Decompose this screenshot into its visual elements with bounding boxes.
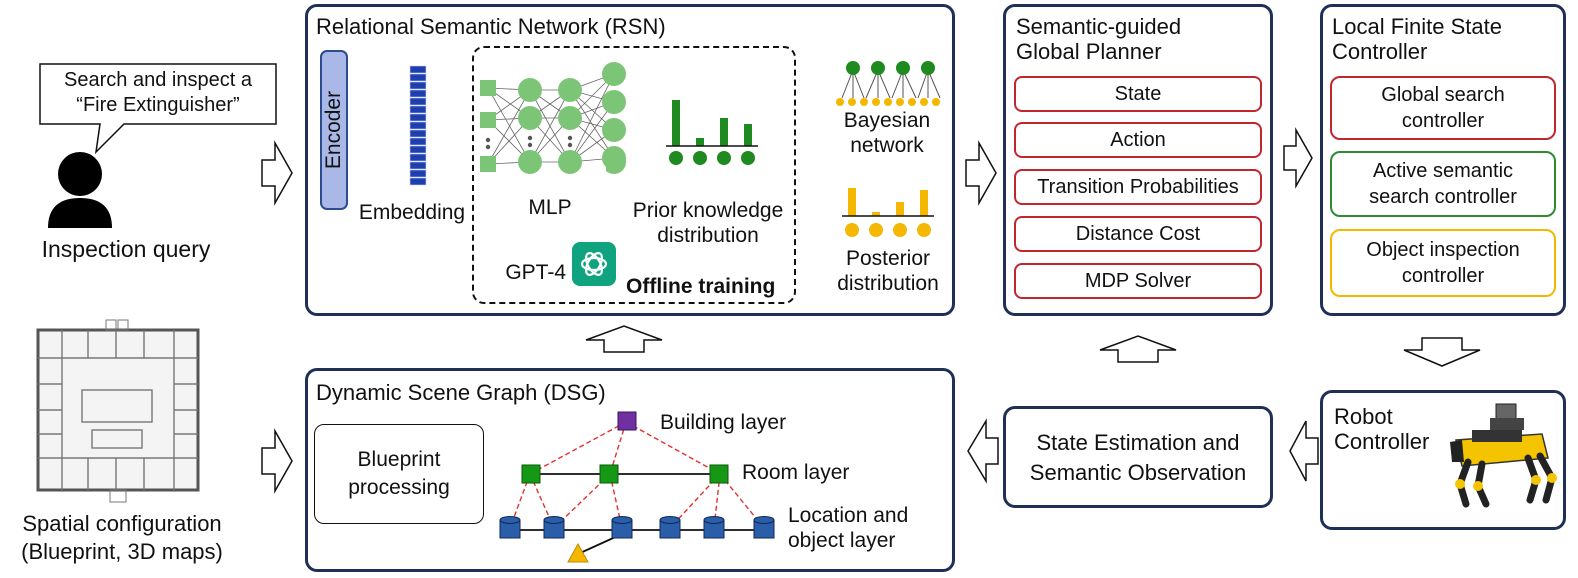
embedding-vector <box>409 65 427 186</box>
embedding-label: Embedding <box>358 201 466 224</box>
robot-dog-image <box>1450 403 1557 508</box>
gpt-logo-icon <box>572 242 616 286</box>
offline-training-box <box>472 46 796 304</box>
gpt-label: GPT-4 <box>505 261 566 284</box>
arrow-rsn-to-planner <box>965 140 997 206</box>
building-layer-label: Building layer <box>660 411 787 434</box>
controller-object-inspection: Object inspection controller <box>1330 229 1556 297</box>
planner-item-action: Action <box>1014 122 1262 158</box>
state-estimation-label: State Estimation and Semantic Observatio… <box>1029 430 1247 485</box>
inspection-query-label: Inspection query <box>41 236 211 262</box>
bayesian-label: Bayesian network <box>843 109 931 157</box>
mlp-output-node <box>606 152 626 174</box>
planner-item-state: State <box>1014 76 1262 112</box>
encoder-block: Encoder <box>320 50 348 210</box>
arrow-state-to-planner <box>1099 335 1177 363</box>
scene-graph <box>499 411 775 563</box>
prior-distribution-chart <box>666 100 758 165</box>
bayesian-network-graph <box>836 61 941 106</box>
spatial-config-label: Spatial configuration (Blueprint, 3D map… <box>21 511 223 564</box>
planner-item-distance: Distance Cost <box>1014 216 1262 252</box>
arrow-state-to-dsg <box>967 418 999 484</box>
posterior-distribution-chart <box>842 188 934 237</box>
controller-global-search: Global search controller <box>1330 76 1556 140</box>
arrow-spatial-to-dsg <box>261 428 293 494</box>
mlp-network <box>480 62 626 174</box>
controller-active-semantic: Active semantic search controller <box>1330 151 1556 217</box>
rsn-title: Relational Semantic Network (RSN) <box>316 14 666 39</box>
room-layer-label: Room layer <box>742 461 850 484</box>
arrow-planner-to-controller <box>1283 127 1313 189</box>
robot-controller-label: Robot Controller <box>1334 404 1430 454</box>
blueprint-image <box>36 319 200 503</box>
controller-title: Local Finite State Controller <box>1332 14 1502 64</box>
dsg-title: Dynamic Scene Graph (DSG) <box>316 380 606 405</box>
planner-title: Semantic-guided Global Planner <box>1016 14 1182 64</box>
arrow-dsg-to-rsn <box>585 325 663 353</box>
arrow-query-to-rsn <box>261 140 293 206</box>
planner-item-transition: Transition Probabilities <box>1014 169 1262 205</box>
posterior-label: Posterior distribution <box>837 247 939 295</box>
speech-bubble-text: Search and inspect a “Fire Extinguisher” <box>64 69 252 116</box>
location-layer-label: Location and object layer <box>788 504 909 552</box>
offline-training-label: Offline training <box>626 275 776 298</box>
speech-bubble <box>39 63 277 155</box>
arrow-controller-to-robot <box>1403 337 1481 367</box>
encoder-label: Encoder <box>322 90 345 170</box>
mlp-label: MLP <box>528 196 572 219</box>
arrow-robot-to-state <box>1289 420 1319 482</box>
planner-item-mdp: MDP Solver <box>1014 263 1262 299</box>
prior-label: Prior knowledge distribution <box>632 199 784 247</box>
blueprint-processing-box: Blueprint processing <box>314 424 484 524</box>
state-estimation-panel <box>1003 406 1273 508</box>
person-icon <box>48 152 112 228</box>
